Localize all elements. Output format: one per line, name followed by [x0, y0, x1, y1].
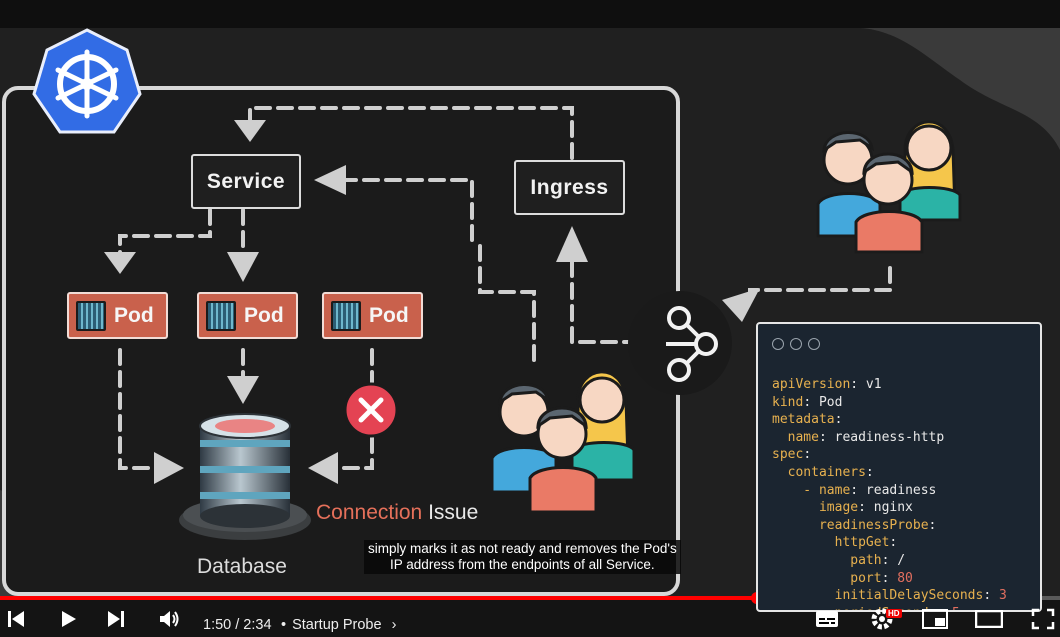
pod-label: Pod — [369, 303, 409, 327]
ingress-box: Ingress — [514, 160, 625, 215]
next-button[interactable] — [102, 600, 130, 637]
subtitle-caption: simply marks it as not ready and removes… — [364, 540, 681, 574]
subtitles-icon — [816, 610, 838, 627]
play-button[interactable] — [54, 600, 82, 637]
pod-label: Pod — [244, 303, 284, 327]
code-line: apiVersion: v1 — [772, 377, 882, 392]
chapter-title[interactable]: •Startup Probe › — [281, 617, 397, 633]
previous-icon — [8, 610, 24, 627]
code-line: - name: readiness — [772, 482, 937, 498]
code-line: containers: — [772, 464, 874, 480]
hd-badge: HD — [886, 609, 902, 618]
code-line: initialDelaySeconds: 3 — [772, 588, 1007, 604]
error-icon — [343, 382, 399, 438]
users-group-icon-2 — [490, 370, 636, 514]
container-icon — [331, 300, 361, 331]
fullscreen-icon — [1031, 608, 1055, 629]
service-label: Service — [206, 169, 286, 193]
chevron-right-icon: › — [391, 617, 397, 633]
code-line: kind: Pod — [772, 394, 843, 410]
code-line: port: 80 — [772, 570, 913, 586]
container-icon — [206, 300, 236, 331]
player-controls: HD — [0, 600, 1060, 637]
code-line: metadata: — [772, 412, 843, 428]
miniplayer-icon — [922, 608, 948, 629]
miniplayer-button[interactable] — [920, 600, 950, 637]
code-line: readinessProbe: — [772, 517, 937, 533]
theater-button[interactable] — [972, 600, 1006, 637]
code-line: httpGet: — [772, 535, 898, 551]
next-icon — [108, 610, 124, 627]
window-dots — [772, 338, 820, 350]
subtitles-button[interactable] — [812, 600, 842, 637]
fullscreen-button[interactable] — [1028, 600, 1058, 637]
code-line: image: nginx — [772, 500, 913, 516]
volume-button[interactable] — [154, 600, 184, 637]
code-line: periodSeconds: 5 — [772, 605, 1007, 610]
code-line: path: / — [772, 552, 906, 568]
volume-icon — [160, 610, 179, 627]
code-line: name: readiness-http — [772, 429, 945, 445]
previous-button[interactable] — [2, 600, 30, 637]
settings-button[interactable] — [866, 600, 898, 637]
yaml-code: apiVersion: v1 kind: Pod metadata: name: r… — [772, 376, 1007, 610]
pod-3: Pod — [322, 292, 423, 339]
users-group-icon — [816, 120, 962, 254]
database-icon — [179, 413, 311, 540]
load-balancer-icon — [628, 291, 732, 395]
code-line: spec: — [772, 447, 812, 463]
pod-label: Pod — [114, 303, 154, 327]
pod-1: Pod — [67, 292, 168, 339]
yaml-code-panel: apiVersion: v1 kind: Pod metadata: name: r… — [756, 322, 1042, 612]
service-box: Service — [191, 154, 301, 209]
theater-icon — [975, 609, 1003, 628]
time-display: 1:50 / 2:34 — [203, 617, 272, 633]
connection-issue-label: Connection Issue — [316, 501, 479, 524]
container-icon — [76, 300, 106, 331]
ingress-label: Ingress — [530, 175, 609, 199]
kubernetes-logo-icon — [32, 28, 142, 134]
database-label: Database — [197, 555, 287, 578]
settings-icon — [871, 608, 893, 629]
progress-fill — [0, 596, 757, 600]
play-icon — [62, 610, 76, 627]
pod-2: Pod — [197, 292, 298, 339]
